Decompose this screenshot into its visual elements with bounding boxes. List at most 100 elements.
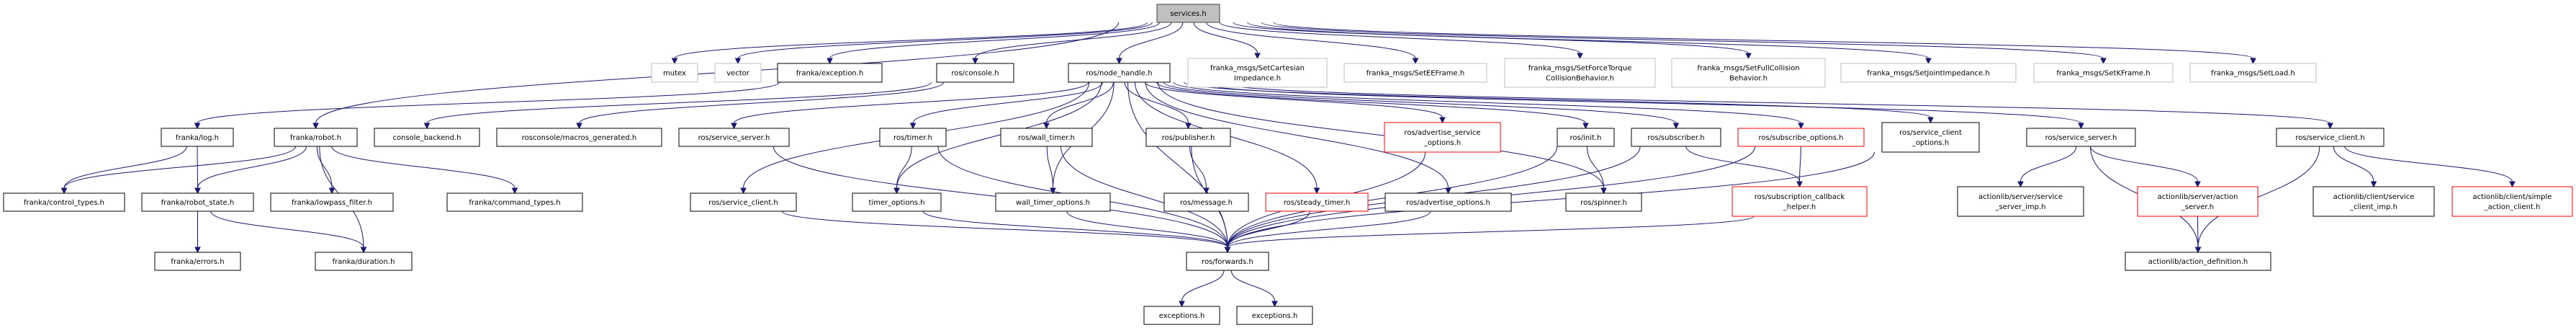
node-seteef: franka_msgs/SetEEFrame.h	[1343, 63, 1487, 83]
node-timer[interactable]: ros/timer.h	[879, 128, 947, 147]
node-duration[interactable]: franka/duration.h	[315, 252, 413, 271]
edge-init-to-spinner	[1587, 146, 1607, 195]
node-forwards[interactable]: ros/forwards.h	[1186, 252, 1269, 271]
node-message[interactable]: ros/message.h	[1163, 192, 1249, 212]
node-box	[270, 192, 394, 212]
node-subscriber[interactable]: ros/subscriber.h	[1631, 128, 1721, 147]
edge-services-to-setload	[1273, 22, 2256, 65]
edge-line	[896, 146, 912, 189]
node-setload: franka_msgs/SetLoad.h	[2189, 63, 2317, 83]
node-label: CollisionBehavior.h	[1546, 75, 1614, 83]
node-timer_options[interactable]: timer_options.h	[852, 192, 942, 212]
node-lowpass[interactable]: franka/lowpass_filter.h	[270, 192, 394, 212]
node-errors[interactable]: franka/errors.h	[154, 252, 241, 271]
arrowhead-icon	[1313, 187, 1320, 195]
edge-line	[210, 210, 364, 248]
node-exceptions2[interactable]: exceptions.h	[1236, 306, 1313, 325]
edge-line	[1799, 146, 1801, 182]
edge-line	[1189, 146, 1207, 189]
edge-line	[1157, 81, 1604, 189]
arrowhead-icon	[734, 58, 742, 65]
edge-line	[579, 81, 944, 124]
node-services[interactable]: services.h	[1156, 4, 1220, 23]
arrowhead-icon	[740, 187, 747, 195]
edge-line	[1219, 22, 1580, 54]
edge-robot-to-control_types	[60, 146, 297, 195]
node-label: ros/wall_timer.h	[1018, 134, 1075, 142]
node-srv_server_imp[interactable]: actionlib/server/service_server_imp.h	[1957, 186, 2084, 217]
node-srv_server_r[interactable]: ros/service_server.h	[2026, 128, 2136, 147]
node-robot_state[interactable]: franka/robot_state.h	[141, 192, 254, 212]
edge-line	[674, 22, 1148, 59]
node-log[interactable]: franka/log.h	[161, 128, 234, 147]
node-exception[interactable]: franka/exception.h	[777, 63, 883, 83]
node-box	[1236, 306, 1313, 325]
node-box	[1671, 58, 1826, 88]
node-srv_server_l[interactable]: ros/service_server.h	[678, 128, 790, 147]
node-console[interactable]: ros/console.h	[936, 63, 1014, 83]
node-robot[interactable]: franka/robot.h	[274, 128, 358, 147]
node-init[interactable]: ros/init.h	[1557, 128, 1615, 147]
node-box	[315, 252, 413, 271]
node-label: franka_msgs/SetJointImpedance.h	[1867, 70, 1989, 78]
node-spinner[interactable]: ros/spinner.h	[1565, 192, 1642, 212]
arrowhead-icon	[1672, 123, 1680, 130]
node-label: _helper.h	[1783, 203, 1816, 211]
node-srv_client_opt[interactable]: ros/service_client_options.h	[1881, 122, 1980, 153]
node-node_handle[interactable]: ros/node_handle.h	[1068, 63, 1171, 83]
node-wall_timer[interactable]: ros/wall_timer.h	[1000, 128, 1093, 147]
node-control_types[interactable]: franka/control_types.h	[3, 192, 125, 212]
node-simple_client[interactable]: actionlib/client/simple_action_client.h	[2451, 186, 2573, 217]
node-srv_client_l[interactable]: ros/service_client.h	[690, 192, 797, 212]
node-srv_client_r[interactable]: ros/service_client.h	[2276, 128, 2384, 147]
edge-line	[2344, 146, 2513, 182]
edge-node_handle-to-init	[1156, 81, 1589, 130]
node-label: franka_msgs/SetFullCollision	[1697, 65, 1799, 73]
node-box	[1145, 128, 1231, 147]
arrowhead-icon	[671, 58, 678, 65]
edge-services-to-setcart	[1193, 22, 1261, 60]
node-box	[1631, 128, 1721, 147]
node-label: franka_msgs/SetKFrame.h	[2056, 70, 2150, 78]
edge-wall_timer_options-to-forwards	[1066, 210, 1231, 254]
node-label: services.h	[1170, 10, 1207, 18]
node-steady_timer[interactable]: ros/steady_timer.h	[1265, 192, 1369, 212]
node-box	[2033, 63, 2174, 83]
arrowhead-icon	[194, 123, 201, 130]
node-publisher[interactable]: ros/publisher.h	[1145, 128, 1231, 147]
node-box	[1731, 186, 1868, 217]
node-label: actionlib/action_definition.h	[2148, 258, 2248, 266]
arrowhead-icon	[827, 58, 833, 65]
node-macros[interactable]: rosconsole/macros_generated.h	[496, 128, 662, 147]
node-wall_timer_options[interactable]: wall_timer_options.h	[995, 192, 1111, 212]
node-exceptions1[interactable]: exceptions.h	[1143, 306, 1220, 325]
node-box	[374, 128, 480, 147]
node-label: ros/advertise_options.h	[1406, 199, 1490, 207]
node-console_backend[interactable]: console_backend.h	[374, 128, 480, 147]
edge-node_handle-to-srv_server_r	[1195, 81, 2084, 130]
node-box	[1957, 186, 2084, 217]
node-adv_opt[interactable]: ros/advertise_options.h	[1384, 192, 1512, 212]
node-box	[936, 63, 1014, 83]
node-srv_client_imp[interactable]: actionlib/client/service_client_imp.h	[2312, 186, 2435, 217]
node-adv_srv_opt[interactable]: ros/advertise_service_options.h	[1384, 122, 1501, 153]
edge-line	[1119, 22, 1184, 59]
node-action_server[interactable]: actionlib/server/action_server.h	[2137, 186, 2258, 217]
edge-forwards-to-exceptions2	[1230, 270, 1278, 308]
node-label: _server_imp.h	[1994, 203, 2045, 211]
arrowhead-icon	[1043, 123, 1050, 130]
node-label: ros/timer.h	[893, 134, 932, 142]
node-action_def[interactable]: actionlib/action_definition.h	[2125, 252, 2271, 271]
arrowhead-icon	[60, 187, 68, 195]
node-command_types[interactable]: franka/command_types.h	[446, 192, 583, 212]
arrowhead-icon	[511, 187, 518, 195]
node-sub_cb_helper[interactable]: ros/subscription_callback_helper.h	[1731, 186, 1868, 217]
edge-line	[829, 22, 1161, 59]
edge-services-to-exception	[827, 22, 1161, 65]
node-sub_opt[interactable]: ros/subscribe_options.h	[1737, 128, 1865, 147]
edge-line	[2020, 146, 2077, 182]
node-box	[274, 128, 358, 147]
edge-timer-to-timer_options	[893, 146, 912, 195]
edge-node_handle-to-timer	[909, 81, 1104, 130]
